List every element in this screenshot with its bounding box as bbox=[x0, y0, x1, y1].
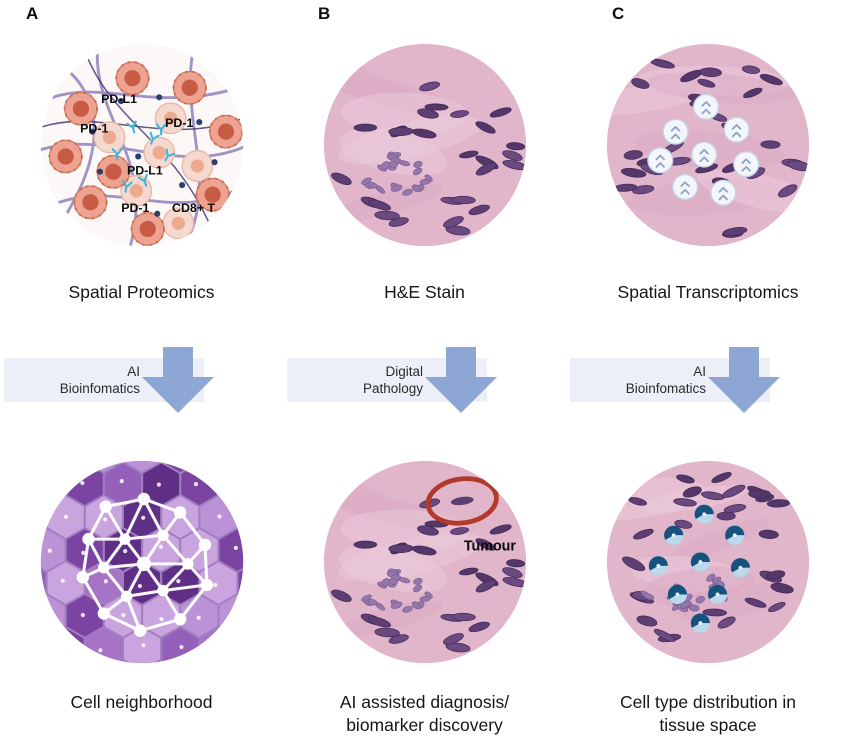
cell-type-distribution-illustration bbox=[606, 461, 810, 664]
marker-labels: PD-L1 PD-1 PD-1 PD-L1 PD-1 CD8+ T bbox=[80, 92, 215, 215]
immune-dots bbox=[88, 94, 218, 217]
ai-diagnosis-illustration: Tumour bbox=[323, 461, 526, 664]
cell-type-pie-dots bbox=[648, 505, 750, 634]
panel-b-bottom-caption: AI assisted diagnosis/ biomarker discove… bbox=[340, 691, 509, 736]
panel-b: B H&E Stain Digital Pathology bbox=[283, 0, 566, 754]
arrow-label-line: AI bbox=[127, 363, 140, 379]
spatial-proteomics-illustration: PD-L1 PD-1 PD-1 PD-L1 PD-1 CD8+ T bbox=[40, 43, 243, 247]
down-arrow-icon bbox=[142, 347, 214, 414]
arrow-shape bbox=[708, 347, 780, 414]
panel-c-arrow-row: AI Bioinfomatics bbox=[566, 347, 850, 414]
arrow-label-line: Digital bbox=[385, 363, 423, 379]
panel-c-letter: C bbox=[612, 4, 625, 23]
transcriptomics-spots bbox=[647, 93, 760, 206]
down-arrow-icon bbox=[425, 347, 497, 414]
caption-line: Cell type distribution in bbox=[619, 692, 797, 713]
arrow-label-line: Bioinfomatics bbox=[59, 381, 140, 397]
panel-c: C Spatial Transcriptomics AI Bioinfomati… bbox=[566, 0, 850, 754]
panel-a-arrow-row: AI Bioinfomatics bbox=[0, 347, 283, 414]
panel-a: A bbox=[0, 0, 283, 754]
tumour-cell-nucleus bbox=[450, 497, 474, 506]
marker-label: PD-1 bbox=[80, 122, 108, 136]
marker-label: PD-L1 bbox=[126, 164, 162, 178]
panel-b-arrow-row: Digital Pathology bbox=[283, 347, 566, 414]
tumour-annotation-circle bbox=[425, 476, 499, 526]
panel-c-top-caption: Spatial Transcriptomics bbox=[617, 282, 799, 302]
he-tissue bbox=[323, 461, 526, 653]
panel-a-top-caption: Spatial Proteomics bbox=[68, 282, 215, 302]
caption-line: Cell neighborhood bbox=[70, 692, 213, 713]
pale-tumor-cells bbox=[93, 102, 213, 240]
panel-a-letter: A bbox=[26, 4, 39, 23]
marker-label: CD8+ T bbox=[172, 201, 215, 215]
antibody-marks bbox=[111, 120, 175, 193]
caption-line: tissue space bbox=[659, 714, 757, 735]
arrow-shape bbox=[142, 347, 214, 414]
cell-neighborhood-illustration bbox=[40, 461, 243, 664]
panel-b-top-caption: H&E Stain bbox=[384, 282, 465, 302]
marker-label: PD-1 bbox=[121, 201, 149, 215]
he-stain-illustration bbox=[323, 43, 526, 247]
arrow-label-line: AI bbox=[693, 363, 706, 379]
arrow-shape bbox=[425, 347, 497, 414]
panel-b-letter: B bbox=[318, 4, 331, 23]
arrow-label-line: Bioinfomatics bbox=[625, 381, 706, 397]
caption-line: biomarker discovery bbox=[346, 714, 503, 735]
neighborhood-network bbox=[76, 493, 213, 638]
panel-c-bottom-caption: Cell type distribution in tissue space bbox=[620, 691, 796, 736]
he-tissue bbox=[323, 43, 526, 236]
spatial-transcriptomics-illustration bbox=[606, 43, 810, 247]
down-arrow-icon bbox=[708, 347, 780, 414]
caption-line: AI assisted diagnosis/ bbox=[339, 692, 510, 713]
tumour-label: Tumour bbox=[463, 539, 516, 555]
arrow-label-line: Pathology bbox=[362, 381, 423, 397]
marker-label: PD-1 bbox=[165, 116, 193, 130]
panel-a-bottom-caption: Cell neighborhood bbox=[70, 691, 212, 713]
marker-label: PD-L1 bbox=[101, 92, 137, 106]
